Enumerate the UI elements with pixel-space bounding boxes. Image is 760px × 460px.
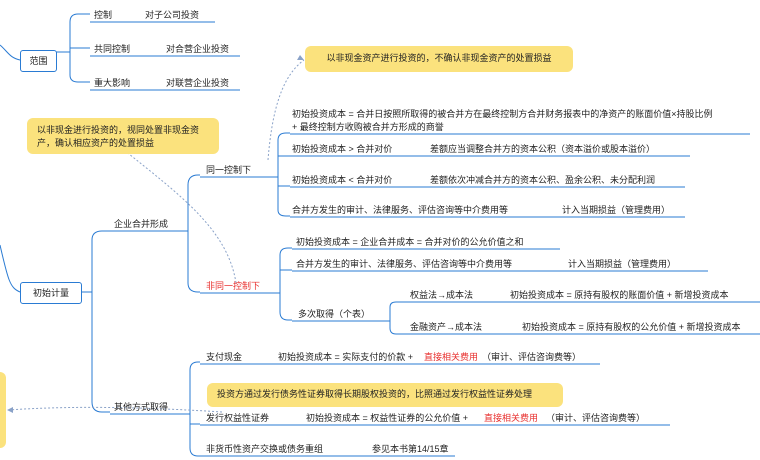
node-step-acquisition[interactable]: 多次取得（个表）	[298, 309, 371, 319]
sc-fees-result: 计入当期损益（管理费用）	[562, 205, 671, 215]
node-other-methods[interactable]: 其他方式取得	[114, 402, 169, 412]
equity-note: （审计、评估咨询费等）	[546, 413, 646, 423]
sc-fees: 合并方发生的审计、法律服务、评估咨询等中介费用等	[292, 205, 509, 215]
node-cash-payment[interactable]: 支付现金	[206, 352, 243, 362]
node-nonmonetary[interactable]: 非货币性资产交换或债务重组	[206, 444, 324, 454]
node-joint-target[interactable]: 对合营企业投资	[166, 44, 230, 54]
dc-fees-result: 计入当期损益（管理费用）	[568, 259, 677, 269]
node-scope[interactable]: 范围	[20, 50, 57, 72]
cash-note: （审计、评估咨询费等）	[482, 352, 582, 362]
equity-formula: 初始投资成本 = 权益性证券的公允价值 +	[306, 413, 469, 423]
sc-greater: 初始投资成本 > 合并对价	[292, 144, 393, 154]
node-fa-to-cost[interactable]: 金融资产→成本法	[410, 322, 483, 332]
note-noncash-diff: 以非现金进行投资的，视同处置非现金资产，确认相应资产的处置损益	[27, 118, 219, 154]
equity-to-cost-formula: 初始投资成本 = 原持有股权的账面价值 + 新增投资成本	[510, 290, 729, 300]
nonmonetary-ref: 参见本书第14/15章	[372, 444, 449, 454]
sc-less-result: 差额依次冲减合并方的资本公积、盈余公积、未分配利润	[430, 175, 656, 185]
node-control[interactable]: 控制	[94, 10, 113, 20]
sc-cost-line2: + 最终控制方收购被合并方形成的商誉	[292, 122, 444, 132]
node-diff-control[interactable]: 非同一控制下	[206, 281, 261, 291]
cash-formula: 初始投资成本 = 实际支付的价款 +	[278, 352, 414, 362]
node-joint-control[interactable]: 共同控制	[94, 44, 131, 54]
sc-cost-line1: 初始投资成本 = 合并日按照所取得的被合并方在最终控制方合并财务报表中的净资产的…	[292, 109, 713, 119]
note-partial-left	[0, 372, 6, 448]
node-same-control[interactable]: 同一控制下	[206, 165, 252, 175]
node-initial-measurement[interactable]: 初始计量	[20, 282, 82, 304]
dc-fees: 合并方发生的审计、法律服务、评估咨询等中介费用等	[296, 259, 513, 269]
fa-to-cost-formula: 初始投资成本 = 原持有股权的公允价值 + 新增投资成本	[522, 322, 741, 332]
note-noncash-same: 以非现金资产进行投资的，不确认非现金资产的处置损益	[305, 46, 573, 72]
node-control-target[interactable]: 对子公司投资	[145, 10, 200, 20]
node-equity-to-cost[interactable]: 权益法→成本法	[410, 290, 474, 300]
sc-less: 初始投资成本 < 合并对价	[292, 175, 393, 185]
node-equity-issue[interactable]: 发行权益性证券	[206, 413, 270, 423]
note-bond: 投资方通过发行债务性证券取得长期股权投资的，比照通过发行权益性证券处理	[207, 383, 563, 407]
dc-cost: 初始投资成本 = 企业合并成本 = 合并对价的公允价值之和	[296, 237, 524, 247]
equity-direct-cost: 直接相关费用	[484, 413, 539, 423]
node-influence-target[interactable]: 对联营企业投资	[166, 78, 230, 88]
sc-greater-result: 差额应当调整合并方的资本公积（资本溢价或股本溢价）	[430, 144, 656, 154]
node-business-combination[interactable]: 企业合并形成	[114, 219, 169, 229]
node-significant-influence[interactable]: 重大影响	[94, 78, 131, 88]
cash-direct-cost: 直接相关费用	[424, 352, 479, 362]
